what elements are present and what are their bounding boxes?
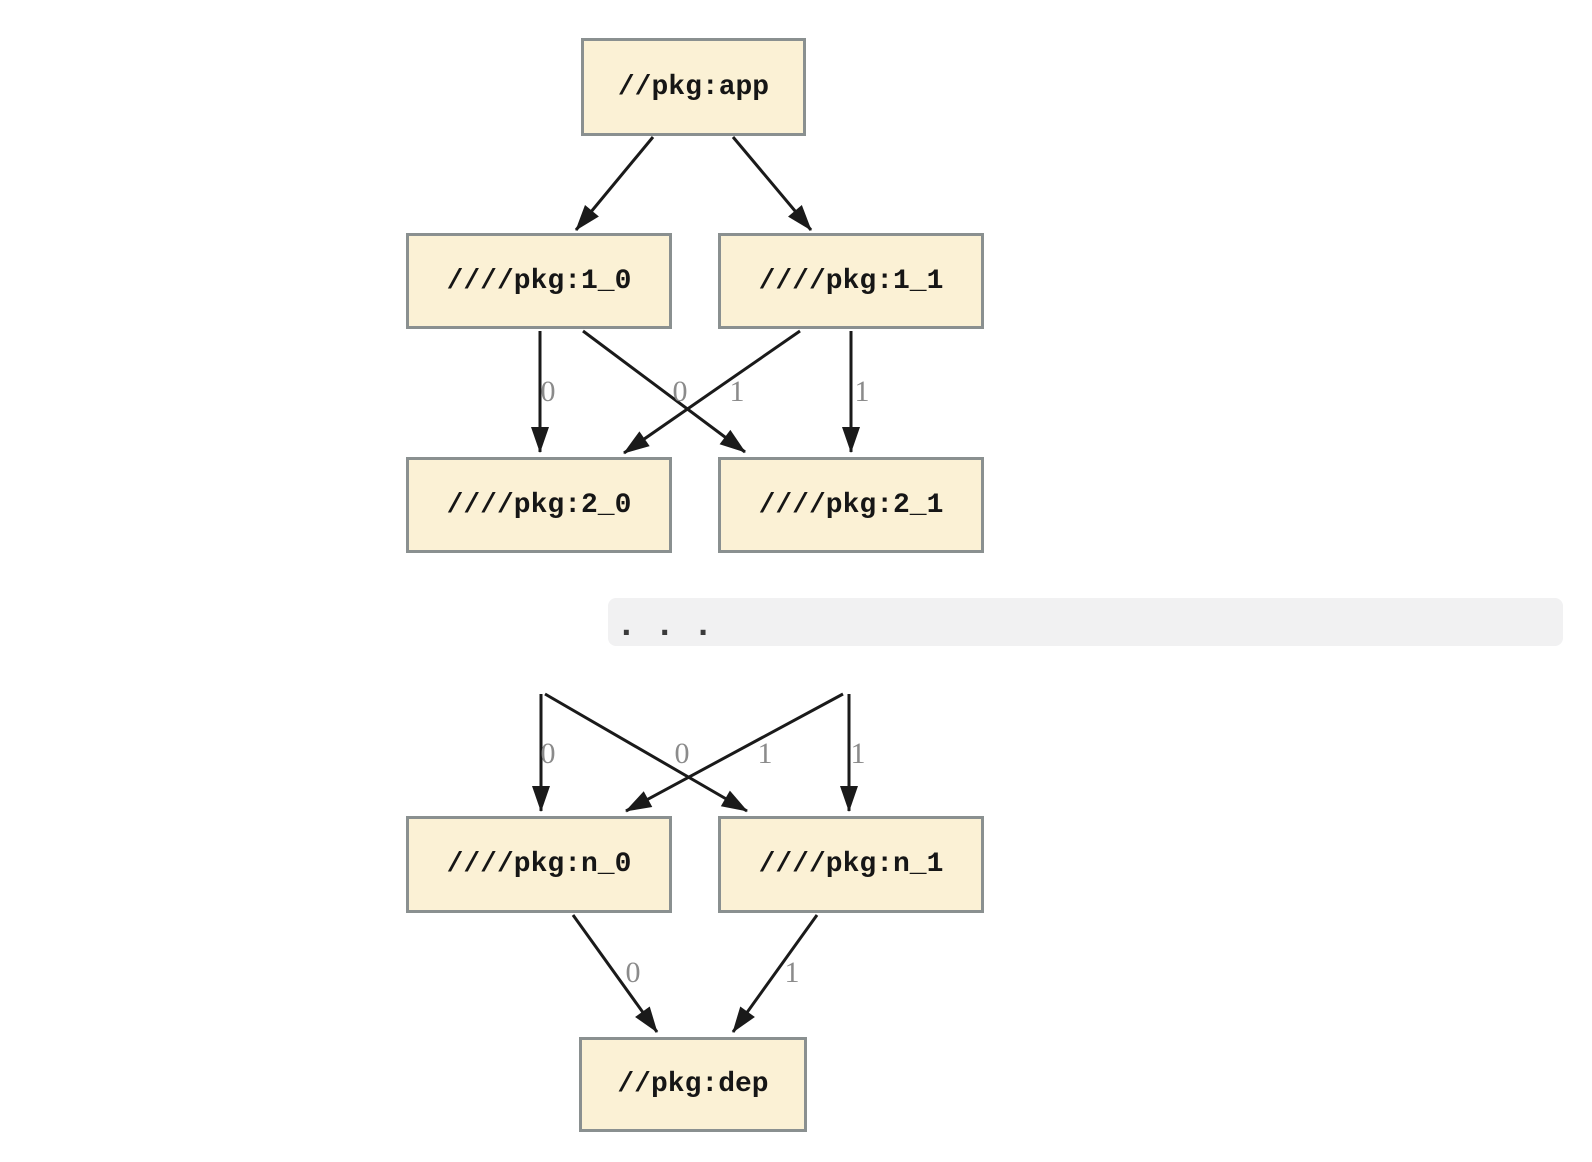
edge-n_0-to-dep [571, 914, 659, 1033]
edge-1_1-to-2_0 [623, 329, 801, 455]
edge-label-ellipsis-n_0-cross: 0 [674, 737, 690, 770]
ellipsis-band: . . . [608, 598, 1563, 646]
edge-app-to-1_0 [574, 136, 655, 231]
edge-label-1_1-2_0: 0 [672, 375, 688, 408]
node-label-n_1: ////pkg:n_1 [758, 849, 944, 880]
graph-node-1_1: ////pkg:1_1 [718, 233, 984, 329]
node-label-2_1: ////pkg:2_1 [758, 489, 944, 521]
edge-ellipsis-to-n_0-cross [625, 692, 844, 813]
node-label-1_1: ////pkg:1_1 [758, 265, 944, 297]
graph-node-app: //pkg:app [581, 38, 806, 136]
edge-app-to-1_1 [731, 136, 813, 231]
edge-n_1-to-dep [731, 914, 819, 1033]
edge-label-n_0-dep: 0 [625, 956, 641, 989]
node-label-2_0: ////pkg:2_0 [446, 489, 632, 521]
graph-node-n_0: ////pkg:n_0 [406, 816, 672, 913]
edge-label-ellipsis-n_1-straight: 1 [850, 737, 866, 770]
node-label-dep: //pkg:dep [617, 1069, 769, 1100]
node-label-n_0: ////pkg:n_0 [446, 849, 632, 880]
edge-ellipsis-to-n_1-cross [544, 692, 748, 813]
edge-label-1_1-2_1: 1 [854, 375, 870, 408]
edge-label-n_1-dep: 1 [784, 956, 800, 989]
node-label-1_0: ////pkg:1_0 [446, 265, 632, 297]
node-label-app: //pkg:app [617, 71, 770, 103]
graph-node-dep: //pkg:dep [579, 1037, 807, 1132]
edge-label-1_0-2_1: 1 [729, 375, 745, 408]
graph-node-2_1: ////pkg:2_1 [718, 457, 984, 553]
edge-label-ellipsis-n_1-cross: 1 [757, 737, 773, 770]
edge-label-ellipsis-n_0-straight: 0 [540, 737, 556, 770]
ellipsis-dots: . . . [621, 609, 718, 642]
graph-node-n_1: ////pkg:n_1 [718, 816, 984, 913]
edge-label-1_0-2_0: 0 [540, 375, 556, 408]
graph-node-2_0: ////pkg:2_0 [406, 457, 672, 553]
edge-1_0-to-2_1 [582, 329, 746, 454]
graph-node-1_0: ////pkg:1_0 [406, 233, 672, 329]
